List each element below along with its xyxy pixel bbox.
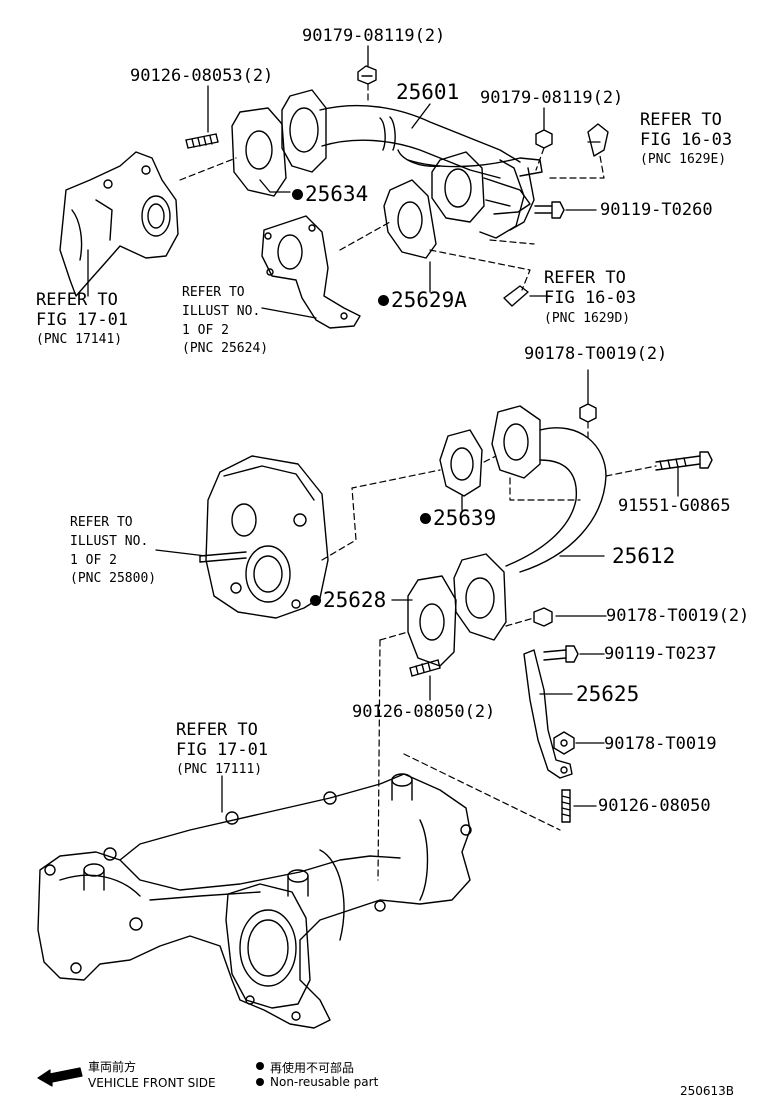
pipe-25601 <box>281 89 543 239</box>
gasket-25628 <box>407 575 457 667</box>
stud-90126-08050-2 <box>409 659 441 677</box>
nut-90179-right <box>535 129 553 149</box>
part-label-25628: 25628 <box>310 590 386 611</box>
nut-90178-single <box>553 731 575 755</box>
ref-25624-line4: (PNC 25624) <box>182 341 269 356</box>
part-label-25601: 25601 <box>396 80 460 104</box>
throttle-body-25800 <box>199 455 329 619</box>
bullet-icon <box>256 1062 264 1070</box>
illustration-code: 250613B <box>680 1084 735 1098</box>
part-label-25629A: 25629A <box>378 290 467 311</box>
stud-90126-08050 <box>561 789 571 823</box>
leaders-middle <box>155 369 679 807</box>
part-label-90179-right: 90179-08119(2) <box>480 88 624 108</box>
bolt-90119-T0237 <box>543 645 579 663</box>
ref-25800-line4: (PNC 25800) <box>70 571 157 586</box>
part-label-25625: 25625 <box>576 682 640 706</box>
part-label-90178-mid: 90178-T0019(2) <box>606 606 750 626</box>
ref-17111-line2: FIG 17-01 <box>176 740 269 760</box>
gasket-25639 <box>439 429 483 497</box>
gasket-25634 <box>231 107 287 197</box>
leaders-top <box>87 45 601 319</box>
front-arrow-icon <box>37 1067 83 1087</box>
stud-90126-08053 <box>185 133 219 149</box>
ref-25624-line2: ILLUST NO. <box>182 304 261 319</box>
legend-front-en: VEHICLE FRONT SIDE <box>88 1076 216 1090</box>
engine-part-17141 <box>59 151 179 297</box>
ref-17141-line1: REFER TO <box>36 290 118 310</box>
bolt-91551 <box>655 451 713 471</box>
hose-1629D <box>503 285 529 307</box>
ref-1629D-line1: REFER TO <box>544 268 626 288</box>
ref-25800-line3: 1 OF 2 <box>70 553 117 568</box>
part-label-90126-08050: 90126-08050 <box>598 796 711 816</box>
ref-17111-line1: REFER TO <box>176 720 258 740</box>
part-label-90178-top: 90178-T0019(2) <box>524 344 668 364</box>
bracket-25625 <box>523 649 573 779</box>
part-label-91551: 91551-G0865 <box>618 496 731 516</box>
ref-25800-line1: REFER TO <box>70 515 133 530</box>
hose-1629E <box>587 123 609 157</box>
legend-nonreuse-jp: 再使用不可部品 <box>270 1061 355 1075</box>
dashed-lines-top <box>179 83 605 291</box>
intake-manifold-17111 <box>37 773 472 1029</box>
ref-1629E-line3: (PNC 1629E) <box>640 152 727 167</box>
bracket-25624 <box>261 215 361 329</box>
gasket-25629A <box>383 179 437 259</box>
ref-25624-line1: REFER TO <box>182 285 245 300</box>
part-label-90179-top: 90179-08119(2) <box>302 26 446 46</box>
bolt-90119-T0260 <box>534 201 565 219</box>
part-label-25612: 25612 <box>612 544 676 568</box>
nut-90178-mid <box>533 607 553 627</box>
ref-1629E-line1: REFER TO <box>640 110 722 130</box>
ref-17141-line2: FIG 17-01 <box>36 310 129 330</box>
nut-90179-top <box>357 65 377 85</box>
legend-front-jp: 車両前方 <box>88 1060 137 1074</box>
part-label-25634: 25634 <box>292 184 368 205</box>
ref-1629E-line2: FIG 16-03 <box>640 130 733 150</box>
part-label-90126-08050-2: 90126-08050(2) <box>352 702 496 722</box>
ref-1629D-line2: FIG 16-03 <box>544 288 637 308</box>
legend-nonreuse-en: Non-reusable part <box>270 1075 379 1089</box>
ref-25624-line3: 1 OF 2 <box>182 323 229 338</box>
ref-25800-line2: ILLUST NO. <box>70 534 149 549</box>
part-label-90178-T0019: 90178-T0019 <box>604 734 717 754</box>
part-label-90119-T0260: 90119-T0260 <box>600 200 713 220</box>
part-label-25639: 25639 <box>420 508 496 529</box>
ref-1629D-line3: (PNC 1629D) <box>544 311 631 326</box>
dashed-lines-middle <box>321 421 657 881</box>
bullet-icon <box>256 1078 264 1086</box>
part-label-90119-T0237: 90119-T0237 <box>604 644 717 664</box>
nut-90178-top <box>579 403 597 423</box>
ref-17141-line3: (PNC 17141) <box>36 332 123 347</box>
ref-17111-line3: (PNC 17111) <box>176 762 263 777</box>
part-label-90126-08053: 90126-08053(2) <box>130 66 274 86</box>
